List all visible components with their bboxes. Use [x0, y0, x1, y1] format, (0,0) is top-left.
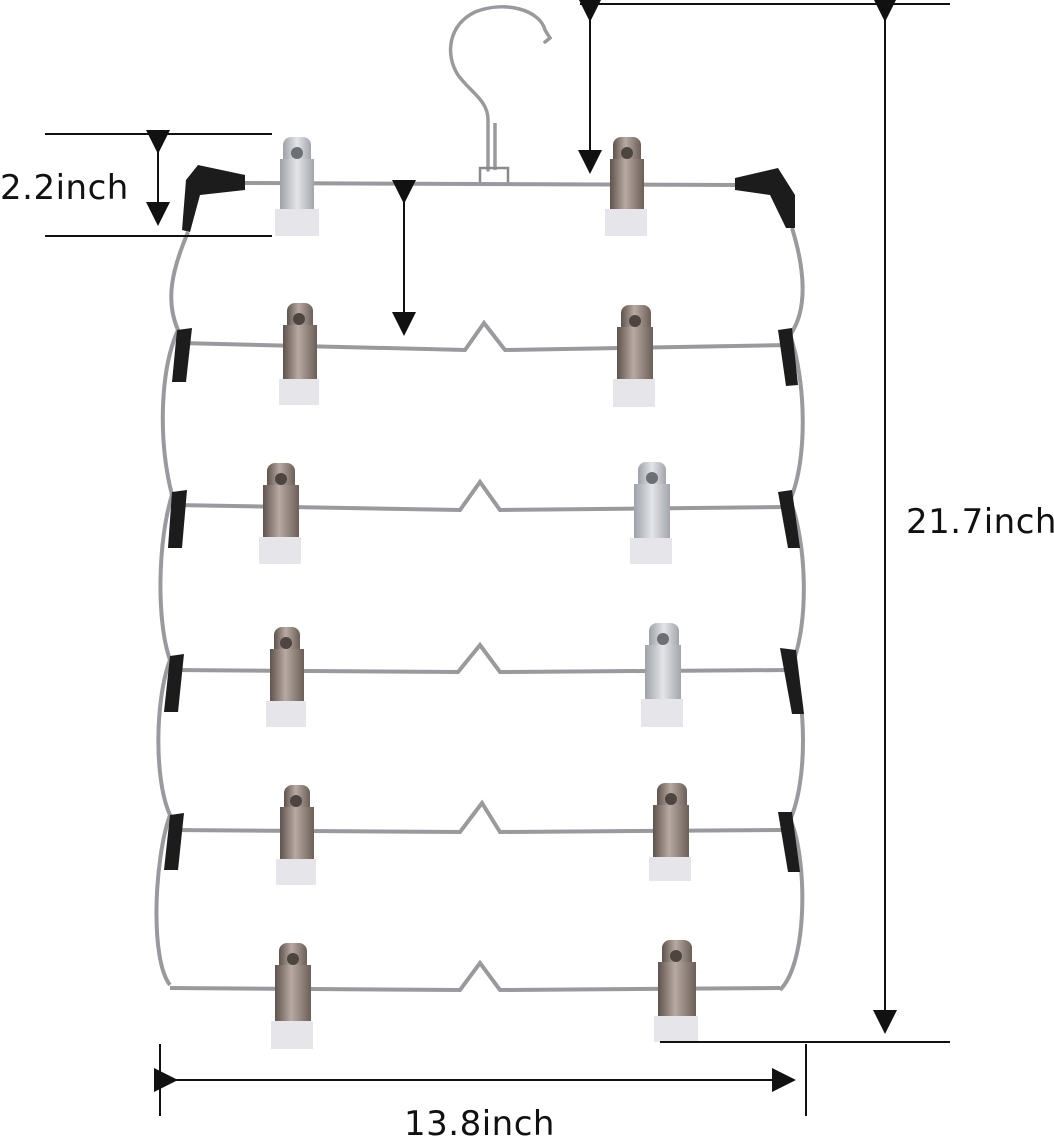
- clip: [275, 137, 319, 236]
- tier-bar-4: [171, 641, 791, 675]
- tier-bar-5: [169, 799, 786, 835]
- clips: [259, 137, 698, 1049]
- clip: [605, 137, 647, 236]
- clip: [613, 305, 655, 407]
- clip: [271, 943, 313, 1049]
- tier-bar-3: [174, 478, 786, 513]
- clip: [641, 623, 683, 727]
- width-label: 13.8inch: [404, 1104, 555, 1144]
- clip: [630, 462, 672, 564]
- clip: [276, 785, 316, 885]
- hook: [448, 5, 553, 172]
- clip: [266, 627, 306, 727]
- clip: [654, 940, 698, 1042]
- clip: [649, 783, 691, 881]
- clip-height-label: 2.2inch: [0, 168, 129, 208]
- tier-bar-6: [169, 959, 781, 993]
- total-height-label: 21.7inch: [906, 502, 1054, 542]
- clip: [259, 463, 301, 564]
- tier-bar-2: [179, 319, 791, 353]
- end-caps: [164, 165, 804, 872]
- tier-bar-1: [239, 181, 741, 187]
- clip: [279, 303, 319, 405]
- dimension-lines: [45, 0, 950, 1116]
- hook-bracket: [478, 166, 510, 186]
